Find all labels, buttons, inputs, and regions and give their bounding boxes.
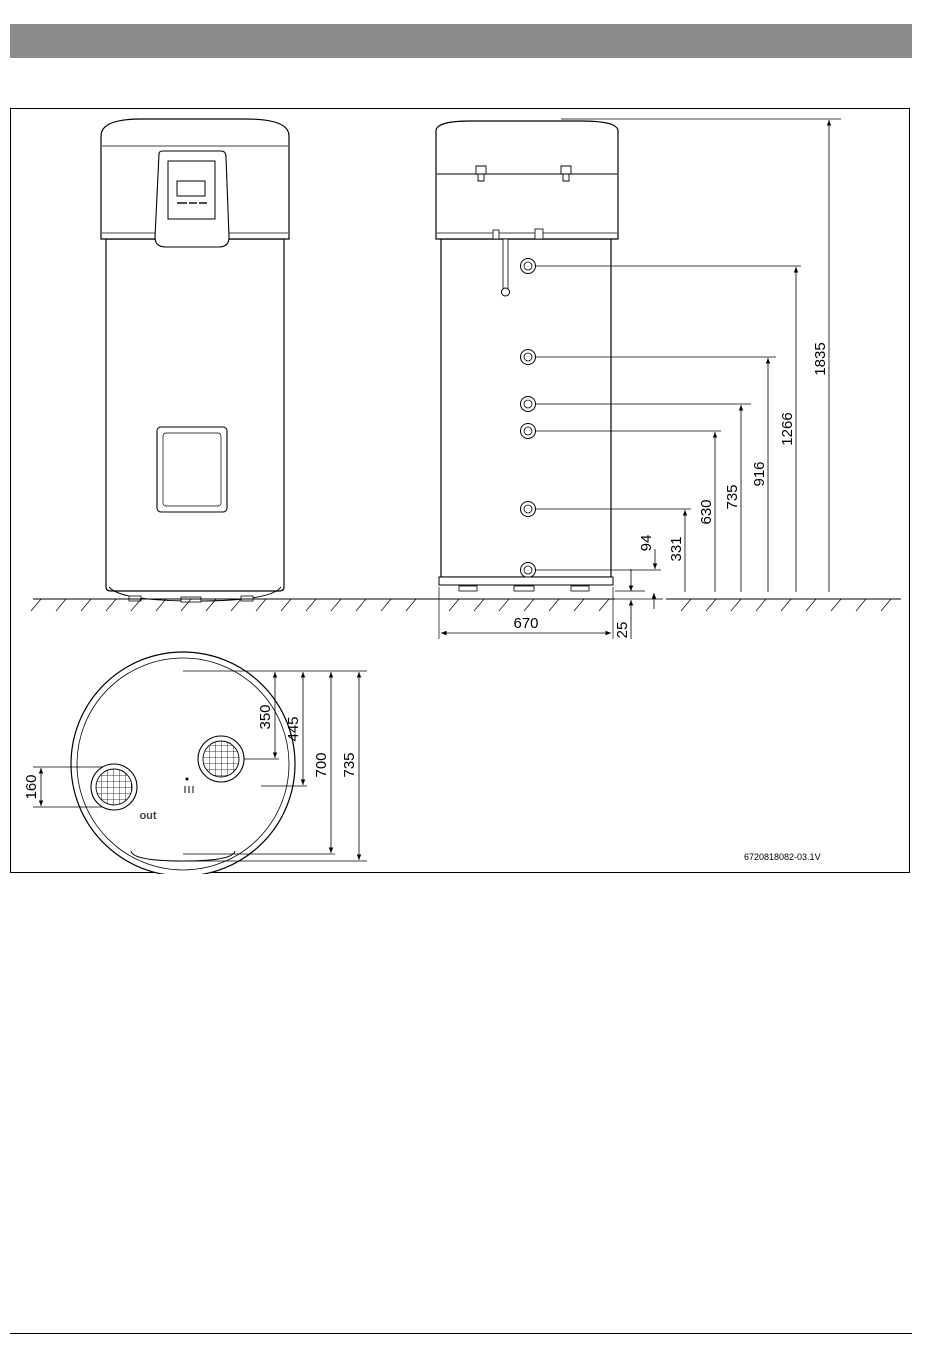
- water-connection: [521, 424, 536, 439]
- dim-label-735-side: 735: [724, 484, 741, 509]
- out-label: out: [139, 810, 156, 822]
- footer-rule: [10, 1333, 912, 1334]
- display-screen: [177, 181, 205, 196]
- dimension-drawing: 1835 1266 916 735 630 331 94 25 670: [11, 109, 911, 874]
- service-hatch: [157, 427, 227, 512]
- dim-label-670: 670: [513, 615, 538, 632]
- floor-line: [31, 599, 901, 611]
- dim-label-700: 700: [313, 752, 330, 777]
- front-tank-body: [106, 239, 284, 591]
- water-connection: [521, 397, 536, 412]
- drawing-reference-code: 6720818082-03.1V: [744, 852, 821, 862]
- dim-label-916: 916: [751, 461, 768, 486]
- dim-label-25: 25: [614, 622, 631, 639]
- top-view: out 350 445 700 735 160: [23, 652, 367, 874]
- dim-label-94: 94: [638, 535, 655, 552]
- dim-label-1266: 1266: [779, 412, 796, 445]
- dim-label-445: 445: [285, 716, 302, 741]
- front-view: [101, 119, 289, 602]
- water-connection: [521, 259, 536, 274]
- dim-label-331: 331: [668, 536, 685, 561]
- air-duct-in: [198, 736, 244, 782]
- top-view-outer-circle: [71, 652, 295, 874]
- dim-label-1835: 1835: [812, 342, 829, 375]
- water-connection: [521, 563, 536, 578]
- water-connection: [521, 502, 536, 517]
- dim-label-160: 160: [23, 774, 40, 799]
- air-duct-out: [91, 764, 137, 810]
- dim-label-735-top: 735: [341, 752, 358, 777]
- side-head-unit: [436, 121, 618, 239]
- technical-drawing-frame: 1835 1266 916 735 630 331 94 25 670: [10, 108, 910, 873]
- header-bar: [10, 24, 912, 58]
- side-view: 1835 1266 916 735 630 331 94 25 670: [436, 119, 841, 639]
- dim-label-350: 350: [257, 704, 274, 729]
- dim-label-630: 630: [698, 499, 715, 524]
- water-connection: [521, 350, 536, 365]
